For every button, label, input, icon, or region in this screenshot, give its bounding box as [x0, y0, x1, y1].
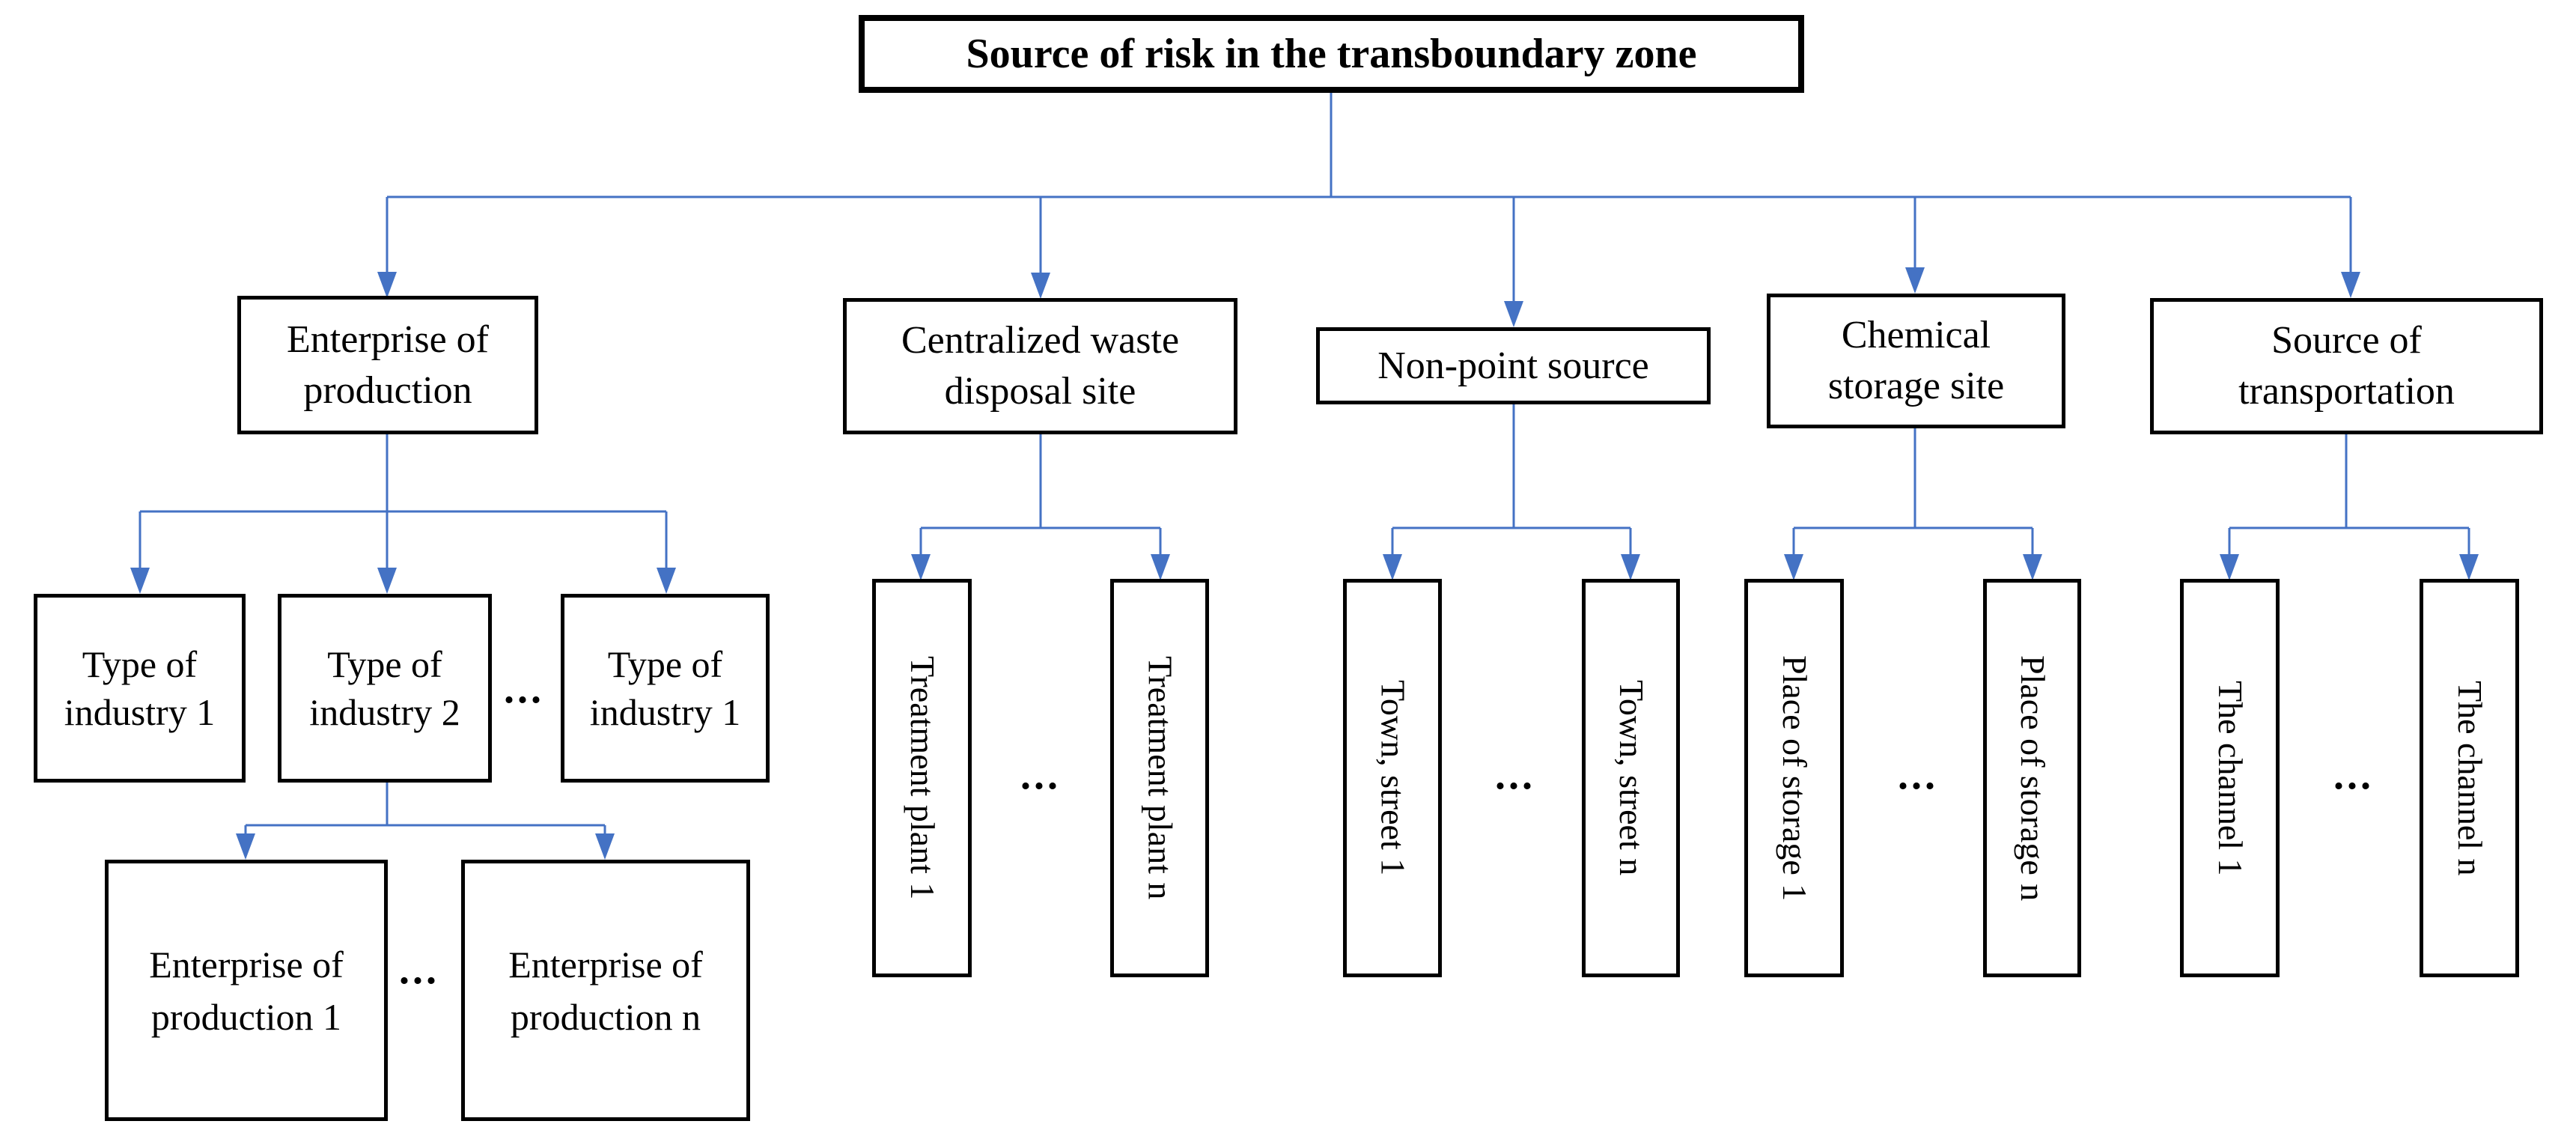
- branch-label: Chemical storage site: [1827, 314, 2005, 407]
- child-label: Treatment plant n: [1141, 656, 1180, 900]
- child-label: Town, street 1: [1374, 680, 1413, 876]
- ellipsis-town-street: ...: [1495, 752, 1535, 798]
- ellipsis-type-of-industry: ...: [504, 666, 544, 712]
- child-label: The channel n: [2450, 680, 2489, 876]
- child-box-town-street-1: Town, street 1: [1343, 579, 1442, 977]
- child-box-place-of-storage-1: Place of storage 1: [1744, 579, 1844, 977]
- child-label: Place of storage n: [2013, 654, 2052, 902]
- branch-box-non-point-source: Non-point source: [1316, 327, 1711, 404]
- branch-label: Centralized waste disposal site: [901, 319, 1180, 413]
- child-box-town-street-n: Town, street n: [1582, 579, 1680, 977]
- branch-box-chemical-storage-site: Chemical storage site: [1767, 294, 2065, 428]
- grandchild-label: Enterprise of production n: [508, 943, 703, 1038]
- child-label: Type of industry 1: [64, 643, 216, 733]
- grandchild-label: Enterprise of production 1: [149, 943, 344, 1038]
- child-box-treatment-plant-1: Treatment plant 1: [872, 579, 972, 977]
- child-box-type-of-industry-2: Type of industry 2: [278, 594, 492, 783]
- ellipsis-enterprise-of-production: ...: [399, 947, 439, 993]
- child-box-type-of-industry-n: Type of industry 1: [561, 594, 770, 783]
- grandchild-box-enterprise-of-production-1: Enterprise of production 1: [105, 860, 388, 1121]
- grandchild-box-enterprise-of-production-n: Enterprise of production n: [461, 860, 750, 1121]
- ellipsis-place-of-storage: ...: [1898, 752, 1938, 798]
- branch-box-centralized-waste-disposal-site: Centralized waste disposal site: [843, 298, 1237, 434]
- ellipsis-the-channel: ...: [2333, 752, 2374, 798]
- child-box-the-channel-n: The channel n: [2420, 579, 2519, 977]
- child-label: Place of storage 1: [1775, 654, 1814, 902]
- branch-label: Non-point source: [1377, 344, 1649, 387]
- ellipsis-treatment-plant: ...: [1020, 752, 1061, 798]
- root-box-source-of-risk: Source of risk in the transboundary zone: [859, 15, 1804, 93]
- branch-label: Enterprise of production: [286, 318, 489, 412]
- branch-box-source-of-transportation: Source of transportation: [2150, 298, 2543, 434]
- child-label: The channel 1: [2211, 680, 2250, 876]
- root-label: Source of risk in the transboundary zone: [966, 30, 1697, 77]
- child-box-place-of-storage-n: Place of storage n: [1983, 579, 2081, 977]
- child-box-treatment-plant-n: Treatment plant n: [1110, 579, 1209, 977]
- child-label: Type of industry 2: [309, 643, 460, 733]
- branch-box-enterprise-of-production: Enterprise of production: [237, 296, 538, 434]
- child-label: Town, street n: [1612, 680, 1651, 876]
- child-label: Treatment plant 1: [903, 656, 942, 900]
- child-label: Type of industry 1: [589, 643, 741, 733]
- child-box-the-channel-1: The channel 1: [2180, 579, 2280, 977]
- branch-label: Source of transportation: [2238, 319, 2455, 413]
- child-box-type-of-industry-1: Type of industry 1: [34, 594, 246, 783]
